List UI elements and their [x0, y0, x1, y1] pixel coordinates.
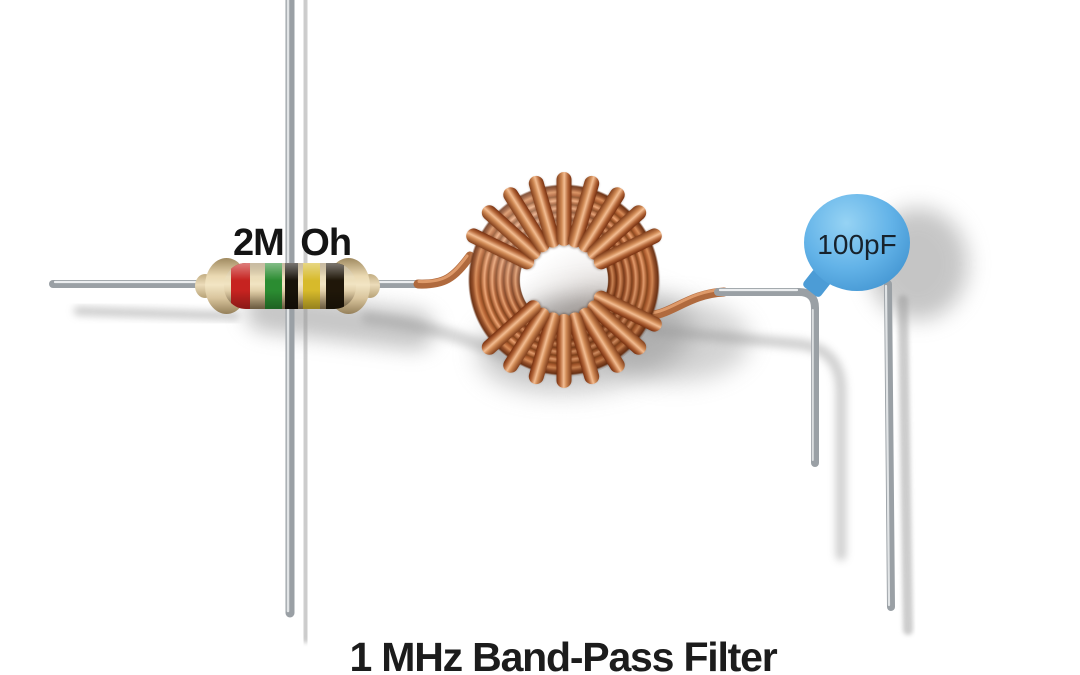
- resistor-band-black: [285, 263, 298, 309]
- winding: [556, 172, 572, 246]
- capacitor-right-lead-shadow: [898, 295, 913, 635]
- resistor-band-black-2: [326, 263, 344, 309]
- capacitor-disc: [804, 194, 910, 291]
- resistor-band-yellow: [303, 263, 320, 309]
- input-wire-shadow: [73, 306, 240, 321]
- toroidal-inductor: [463, 172, 665, 388]
- resistor-band-green: [265, 263, 282, 309]
- capacitor-right-lead: [884, 280, 895, 611]
- resistor-gloss: [224, 263, 356, 309]
- page-title: 1 MHz Band-Pass Filter: [349, 634, 778, 675]
- resistor-body: [224, 263, 356, 309]
- resistor: [195, 252, 380, 318]
- capacitor-wire-shadow: [646, 324, 847, 561]
- input-wire: [49, 280, 220, 288]
- resistor-label: 2M Oh: [232, 222, 352, 264]
- resistor-band-red: [231, 263, 250, 309]
- vertical-wire-shadow: [299, 0, 312, 643]
- capacitor-label: 100pF: [817, 229, 897, 260]
- inductor-left-lead: [413, 251, 475, 289]
- wire-shadows: [73, 0, 913, 643]
- capacitor-left-lead: [714, 288, 819, 467]
